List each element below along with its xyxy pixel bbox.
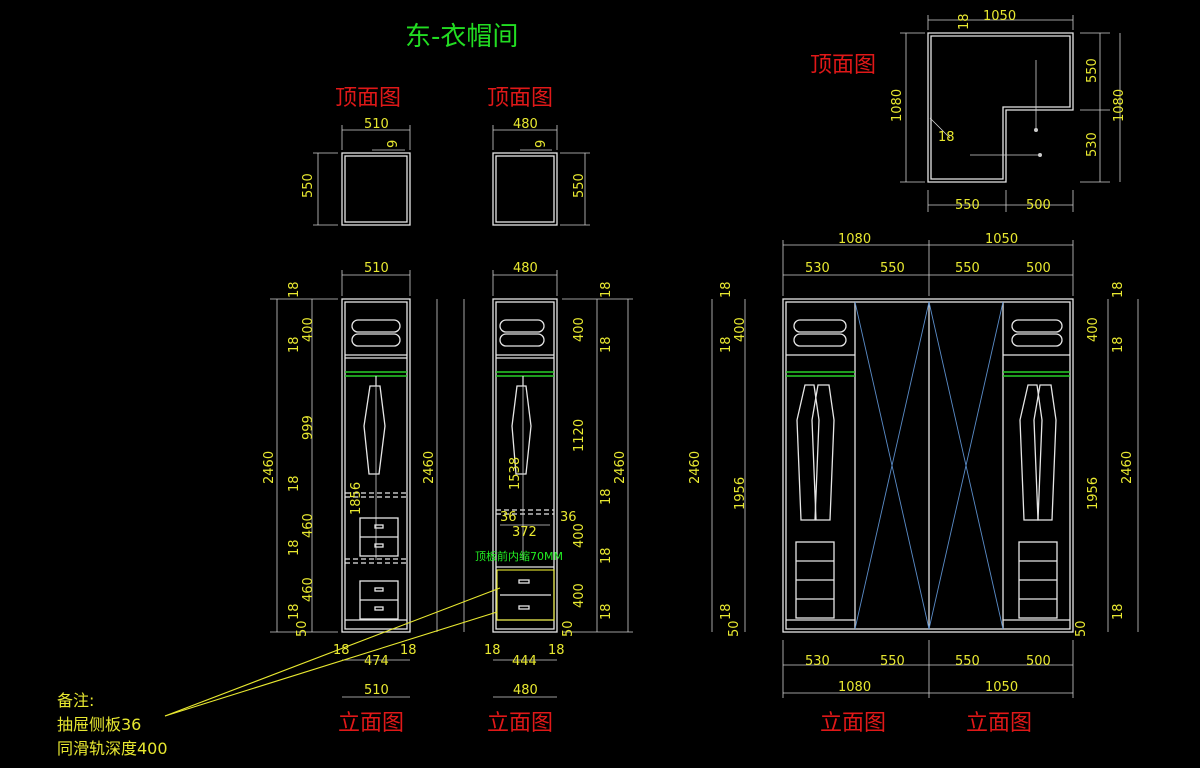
- elev-b-width-bottom: 480: [513, 683, 538, 698]
- plan-a-thk: 9: [386, 140, 401, 148]
- large-left-dim-1: 18: [719, 281, 734, 298]
- elev-a-dim-10: 50: [295, 620, 310, 637]
- top-view-label-a: 顶面图: [335, 86, 401, 111]
- elev-b-dim-5: 18: [599, 488, 614, 505]
- elevation-label-a: 立面图: [338, 711, 404, 736]
- large-right-dim-5: 50: [1074, 620, 1089, 637]
- note-leader-2: [164, 611, 498, 717]
- corner-inner-thk: 18: [938, 130, 955, 145]
- elev-a-dim-3: 18: [287, 336, 302, 353]
- elev-a-dim-2: 400: [301, 317, 316, 342]
- drawing-title: 东-衣帽间: [405, 22, 518, 52]
- elev-b-dim-4: 1120: [572, 419, 587, 452]
- plan-b-depth: 550: [572, 173, 587, 198]
- elev-a-inner: 474: [364, 654, 389, 669]
- elev-a-dim-8: 460: [301, 577, 316, 602]
- elev-a-height-right: 2460: [422, 451, 437, 484]
- plan-view-b: 480 550 9: [492, 117, 590, 226]
- note-heading: 备注:: [57, 691, 94, 710]
- corner-right-dim-1: 550: [1085, 58, 1100, 83]
- large-right-dim-4: 18: [1111, 603, 1126, 620]
- large-bottom-part-2: 550: [880, 654, 905, 669]
- plan-view-corner: 1050 18 1080 18 550 530 1080 550 500: [890, 9, 1127, 213]
- note-line-2: 同滑轨深度400: [57, 739, 168, 758]
- elev-b-thk-left: 18: [484, 643, 501, 658]
- green-annotation: 顶板前内缩70MM: [475, 549, 563, 563]
- large-right-dim-3: 18: [1111, 336, 1126, 353]
- elev-b-dim-2: 400: [572, 317, 587, 342]
- large-bottom-part-4: 500: [1026, 654, 1051, 669]
- elev-b-height-right: 2460: [613, 451, 628, 484]
- large-top-total-2: 1050: [985, 232, 1018, 247]
- large-left-dim-4: 18: [719, 603, 734, 620]
- corner-top-thk: 18: [957, 13, 972, 30]
- note-line-1: 抽屉侧板36: [57, 715, 141, 734]
- elev-b-dim-7: 18: [599, 547, 614, 564]
- large-hang-left: 1956: [733, 477, 748, 510]
- elevation-label-large-1: 立面图: [820, 711, 886, 736]
- elev-a-dim-4: 999: [301, 415, 316, 440]
- large-bottom-total-2: 1050: [985, 680, 1018, 695]
- large-hang-right: 1956: [1086, 477, 1101, 510]
- plan-b-thk: 9: [534, 140, 549, 148]
- large-bottom-part-1: 530: [805, 654, 830, 669]
- corner-bottom-dim-1: 550: [955, 198, 980, 213]
- elev-b-drawer-side-right: 36: [560, 510, 577, 525]
- elev-b-drawer-side-left: 36: [500, 510, 517, 525]
- large-bottom-total-1: 1080: [838, 680, 871, 695]
- elev-a-height-left: 2460: [262, 451, 277, 484]
- elev-a-dim-9: 18: [287, 603, 302, 620]
- elev-a-width-top: 510: [364, 261, 389, 276]
- corner-right-dim-2: 530: [1085, 132, 1100, 157]
- plan-view-a: 510 550 9: [301, 117, 411, 226]
- large-top-part-2: 550: [880, 261, 905, 276]
- elev-b-dim-8: 400: [572, 583, 587, 608]
- elev-a-dim-6: 460: [301, 513, 316, 538]
- elevation-cabinet-b: 480 2460 18 400 18 1120 18 400 18 400 18…: [463, 261, 633, 698]
- elev-b-dim-10: 50: [561, 620, 576, 637]
- elevation-cabinet-a: 510 2460 2460 18 400 18 999 18 460 18 46…: [262, 261, 438, 698]
- top-view-label-corner: 顶面图: [810, 53, 876, 78]
- plan-a-width: 510: [364, 117, 389, 132]
- elev-b-dim-3: 18: [599, 336, 614, 353]
- elev-b-width-top: 480: [513, 261, 538, 276]
- large-left-dim-2: 400: [733, 317, 748, 342]
- large-top-part-3: 550: [955, 261, 980, 276]
- elev-a-hang: 1856: [349, 482, 364, 515]
- elev-a-dim-1: 18: [287, 281, 302, 298]
- large-right-dim-1: 18: [1111, 281, 1126, 298]
- elev-a-dim-7: 18: [287, 539, 302, 556]
- large-left-dim-3: 18: [719, 336, 734, 353]
- elev-b-dim-6: 400: [572, 523, 587, 548]
- elev-b-inner: 444: [512, 654, 537, 669]
- large-top-total-1: 1080: [838, 232, 871, 247]
- elev-b-thk-right: 18: [548, 643, 565, 658]
- elev-a-dim-5: 18: [287, 475, 302, 492]
- elevation-label-large-2: 立面图: [966, 711, 1032, 736]
- plan-b-width: 480: [513, 117, 538, 132]
- elevation-label-b: 立面图: [487, 711, 553, 736]
- corner-bottom-dim-2: 500: [1026, 198, 1051, 213]
- large-top-part-4: 500: [1026, 261, 1051, 276]
- elev-a-thk-right: 18: [400, 643, 417, 658]
- large-right-dim-2: 400: [1086, 317, 1101, 342]
- large-height-right: 2460: [1120, 451, 1135, 484]
- corner-left-total: 1080: [890, 89, 905, 122]
- large-left-dim-5: 50: [727, 620, 742, 637]
- large-top-part-1: 530: [805, 261, 830, 276]
- elev-a-width-bottom: 510: [364, 683, 389, 698]
- top-view-label-b: 顶面图: [487, 86, 553, 111]
- note-leader-1: [164, 587, 501, 717]
- corner-top-total: 1050: [983, 9, 1016, 24]
- elev-b-dim-9: 18: [599, 603, 614, 620]
- elevation-large: 1080 1050 530 550 550 500 530 550 550 50…: [688, 232, 1139, 698]
- corner-right-total: 1080: [1112, 89, 1127, 122]
- elev-b-drawer-inner: 372: [512, 525, 537, 540]
- large-height-left: 2460: [688, 451, 703, 484]
- elev-b-hang: 1538: [508, 457, 523, 490]
- plan-a-depth: 550: [301, 173, 316, 198]
- elev-b-dim-1: 18: [599, 281, 614, 298]
- large-bottom-part-3: 550: [955, 654, 980, 669]
